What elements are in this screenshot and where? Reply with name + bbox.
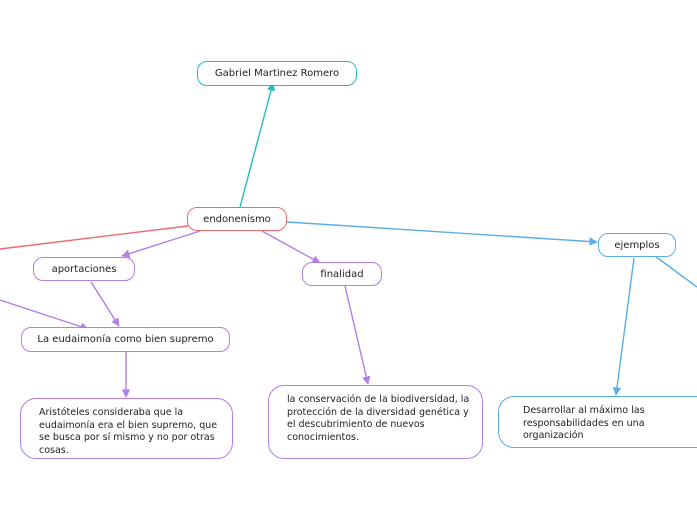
node-center[interactable]: endonenismo	[187, 207, 287, 231]
node-finalidad[interactable]: finalidad	[302, 262, 382, 286]
edge-ejemplos-to-desarrollar	[612, 257, 635, 396]
edge-ejemplos-to-right-offscreen	[654, 255, 697, 288]
edge-center-to-ejemplos	[286, 221, 598, 246]
node-ejemplos[interactable]: ejemplos	[598, 233, 676, 257]
edge-center-to-left-offscreen	[0, 225, 189, 250]
node-author[interactable]: Gabriel Martinez Romero	[197, 61, 357, 86]
node-desarrollar[interactable]: Desarrollar al máximo las responsabilida…	[498, 396, 697, 448]
node-aportaciones[interactable]: aportaciones	[33, 257, 135, 281]
node-eudaimonia[interactable]: La eudaimonía como bien supremo	[21, 327, 230, 352]
edge-center-to-author	[239, 82, 276, 208]
node-conservacion[interactable]: la conservación de la biodiversidad, la …	[268, 385, 483, 459]
edge-aportaciones-to-eudaimonia	[90, 281, 120, 327]
edge-center-to-aportaciones	[121, 230, 201, 258]
edge-center-to-finalidad	[261, 230, 321, 264]
node-aristoteles[interactable]: Aristóteles consideraba que la eudaimoní…	[20, 398, 233, 459]
edge-finalidad-to-conservacion	[344, 285, 371, 385]
edge-left-offscreen-to-eudaimonia	[0, 299, 89, 331]
